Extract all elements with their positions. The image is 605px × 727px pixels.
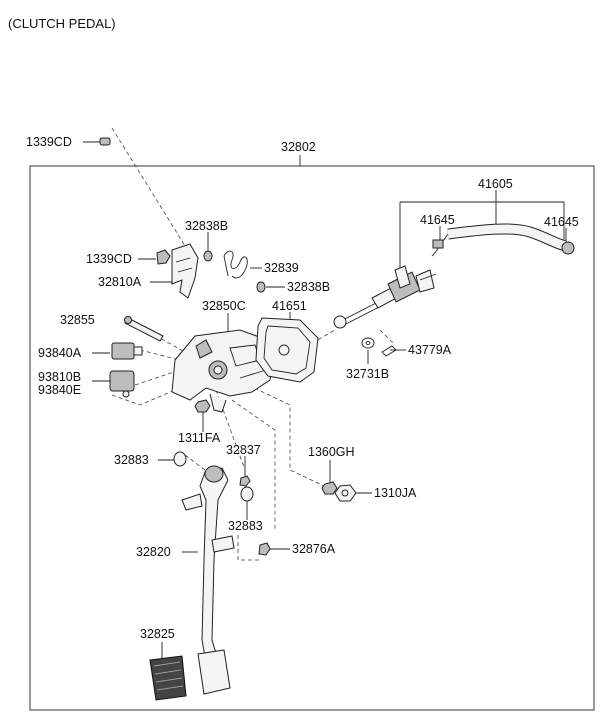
- label-41645-right: 41645: [544, 215, 579, 229]
- part-32855-graphic: [124, 316, 164, 342]
- part-32839-spring-graphic: [223, 250, 248, 279]
- part-93840a-graphic: [111, 342, 143, 360]
- part-41651-gasket-graphic: [255, 317, 319, 383]
- part-41645-right-graphic: [561, 241, 575, 255]
- label-93840e: 93840E: [38, 383, 81, 397]
- part-41605-hose-graphic: [431, 223, 568, 257]
- label-32802: 32802: [281, 140, 316, 154]
- label-41605: 41605: [478, 177, 513, 191]
- label-1311fa: 1311FA: [178, 431, 221, 445]
- part-32883-graphic: [240, 486, 254, 502]
- label-32839: 32839: [264, 261, 299, 275]
- label-32837: 32837: [226, 443, 261, 457]
- label-1360gh: 1360GH: [308, 445, 355, 459]
- label-93810b: 93810B: [38, 370, 81, 384]
- part-1310ja-graphic: [334, 484, 357, 502]
- label-32731b: 32731B: [346, 367, 389, 381]
- part-master-cylinder-graphic: [371, 265, 437, 309]
- label-41645-left: 41645: [420, 213, 455, 227]
- part-32820-pedal-arm-graphic: [181, 465, 235, 663]
- part-32731b-graphic: [361, 337, 375, 349]
- label-32838b-top: 32838B: [185, 219, 228, 233]
- label-32883-left: 32883: [114, 453, 149, 467]
- part-1311fa-graphic: [194, 399, 211, 413]
- part-32838b-graphic: [256, 281, 266, 293]
- part-32883-left-graphic: [173, 451, 187, 467]
- part-push-rod-graphic: [333, 301, 380, 329]
- label-1339cd: 1339CD: [86, 252, 132, 266]
- label-32850c: 32850C: [202, 299, 246, 313]
- label-32810a: 32810A: [98, 275, 142, 289]
- part-1360gh-graphic: [321, 481, 338, 495]
- callout-labels: 1339CD 1339CD 32810A 32838B 32839 32838B…: [26, 135, 579, 641]
- label-93840a: 93840A: [38, 346, 82, 360]
- label-32883: 32883: [228, 519, 263, 533]
- label-32838b: 32838B: [287, 280, 330, 294]
- part-41645-left-graphic: [432, 239, 444, 249]
- part-32838b-top-graphic: [203, 250, 213, 262]
- label-1310ja: 1310JA: [374, 486, 417, 500]
- part-1339cd-top-graphic: [99, 137, 111, 146]
- assembly-frame: [29, 165, 595, 711]
- label-32876a: 32876A: [292, 542, 336, 556]
- label-1339cd-top: 1339CD: [26, 135, 72, 149]
- part-1339cd-graphic: [156, 249, 171, 265]
- label-32820: 32820: [136, 545, 171, 559]
- part-93810b-graphic: [109, 370, 135, 398]
- part-32810a-graphic: [171, 243, 199, 299]
- label-43779a: 43779A: [408, 343, 452, 357]
- label-32855: 32855: [60, 313, 95, 327]
- leader-lines: [83, 127, 567, 660]
- label-41651: 41651: [272, 299, 307, 313]
- part-32825-pad-graphic: [149, 649, 231, 701]
- part-32837-graphic: [239, 475, 251, 487]
- part-43779a-graphic: [381, 345, 397, 357]
- diagram-title: (CLUTCH PEDAL): [8, 16, 116, 31]
- part-32876a-graphic: [258, 542, 271, 556]
- label-32825: 32825: [140, 627, 175, 641]
